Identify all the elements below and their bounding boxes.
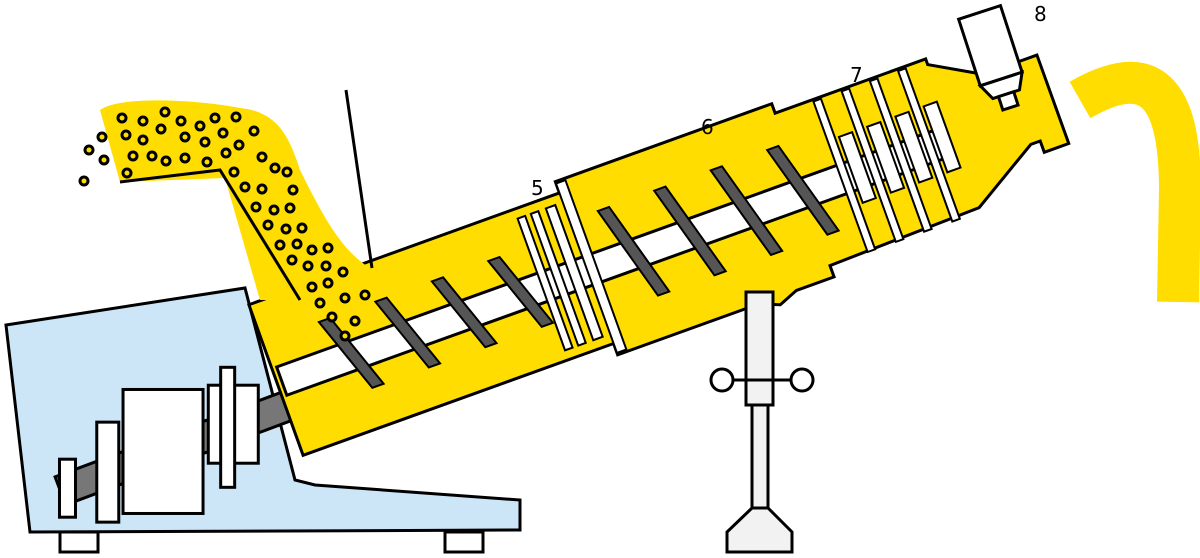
extruder-barrel — [246, 53, 1071, 458]
probe-rod — [344, 89, 374, 269]
support-stand — [709, 290, 815, 554]
screw-flight — [430, 276, 499, 349]
pellets — [78, 106, 371, 342]
mixing-plates-5 — [516, 178, 628, 355]
stand-base — [725, 506, 794, 554]
housing-foot-left — [58, 530, 100, 554]
stand-knob-left[interactable] — [709, 367, 735, 393]
motor-block — [121, 387, 205, 515]
screw-flight — [317, 316, 386, 390]
stand-knob-right[interactable] — [789, 367, 815, 393]
label-section-6: 6 — [701, 115, 714, 139]
coupling-disc — [57, 457, 77, 519]
screw-flight — [596, 205, 671, 297]
label-section-7: 7 — [850, 63, 863, 87]
mixing-plates-7 — [812, 67, 962, 254]
label-section-5: 5 — [531, 176, 544, 200]
output-hose — [1069, 61, 1200, 303]
screw-flight — [486, 255, 555, 329]
label-sensor-8: 8 — [1034, 2, 1047, 26]
pressure-sensor — [956, 3, 1024, 112]
screw-flights — [317, 144, 841, 390]
drive-train — [53, 365, 312, 524]
screw-flight — [709, 165, 784, 257]
coupling-disc — [95, 420, 121, 524]
stand-lower-post — [750, 403, 770, 512]
housing-foot-right — [443, 530, 485, 554]
screw-flight — [765, 144, 841, 236]
hopper-wall — [119, 168, 302, 301]
screw-flight — [652, 185, 728, 277]
screw-flight — [373, 296, 442, 369]
coupling-disc — [219, 365, 237, 489]
stand-upper-post — [744, 290, 775, 407]
